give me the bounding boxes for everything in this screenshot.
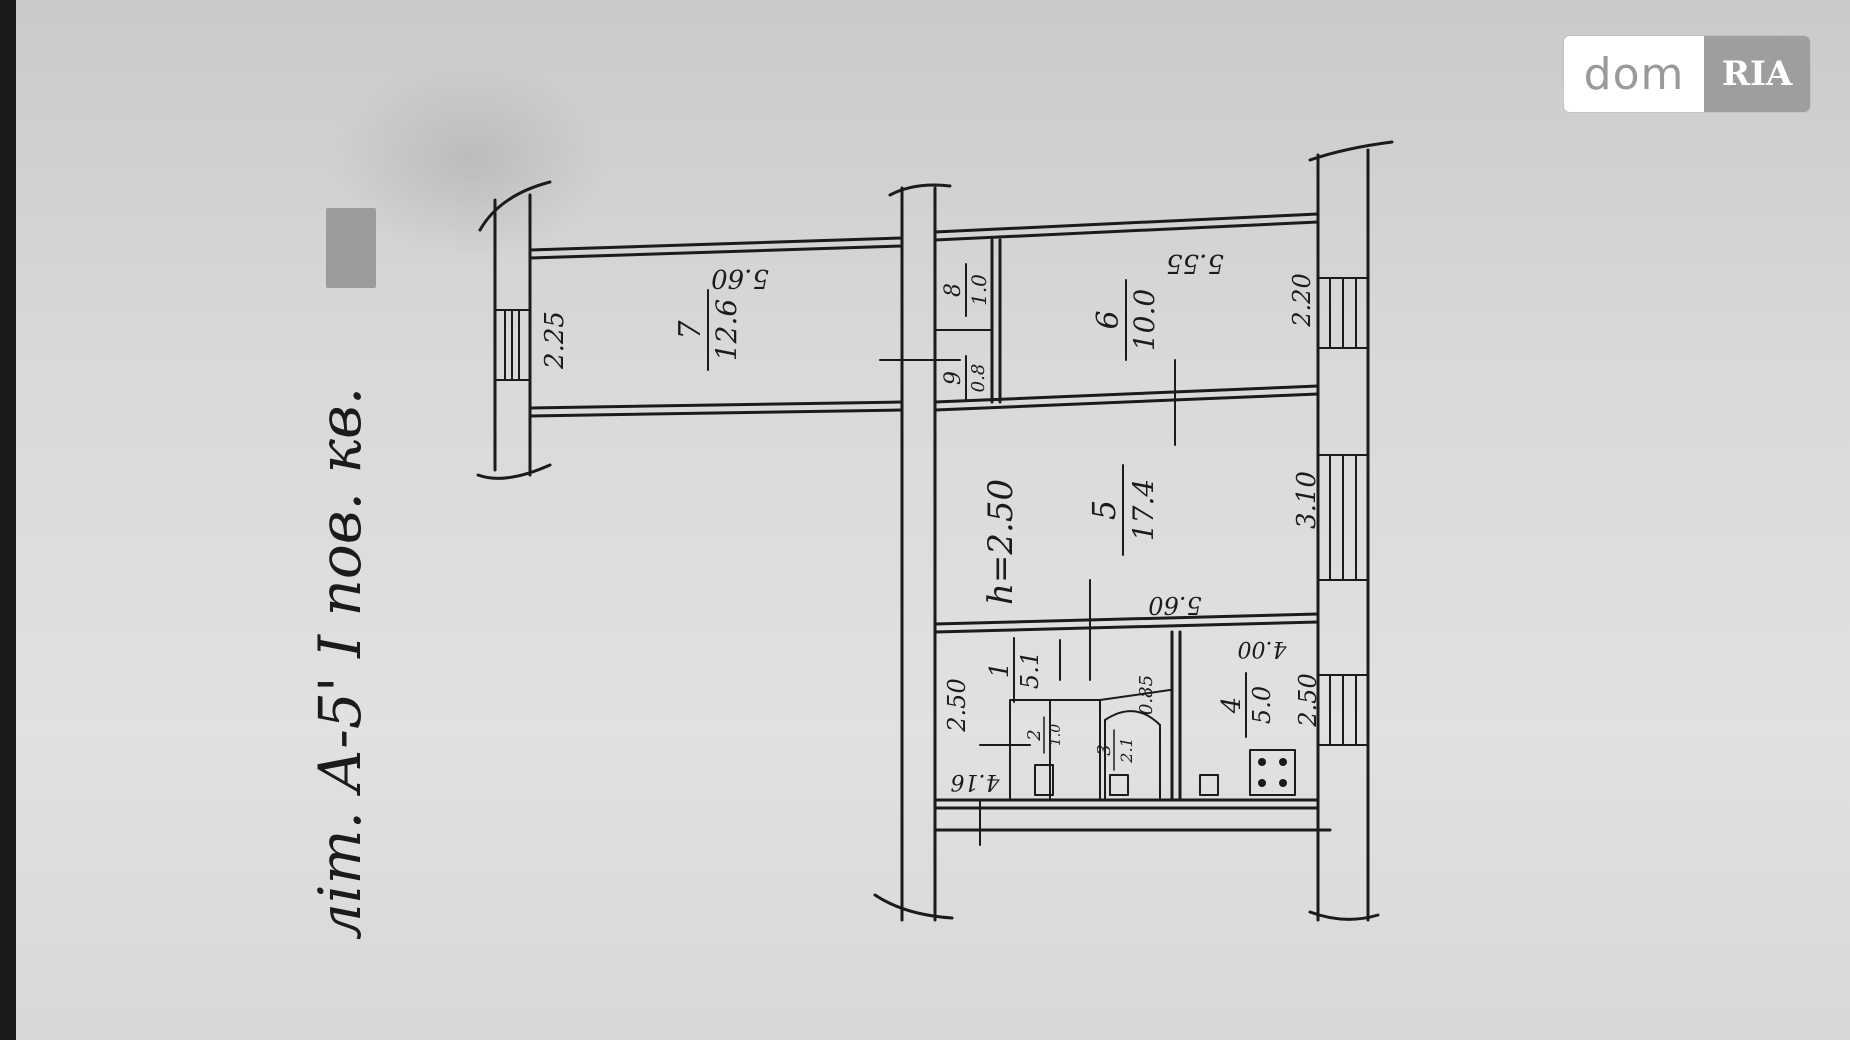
svg-text:2.1: 2.1 (1117, 737, 1136, 763)
svg-text:10.0: 10.0 (1128, 289, 1161, 351)
room-7-label: 7 12.6 (673, 289, 743, 371)
dimension-label: 2.25 (540, 311, 570, 370)
dimension-label: 5.60 (711, 263, 769, 293)
room-6-label: 6 10.0 (1091, 279, 1161, 361)
partitions (528, 212, 1332, 846)
svg-text:1: 1 (985, 662, 1015, 679)
svg-text:4: 4 (1217, 697, 1247, 715)
wall-right (1308, 140, 1394, 922)
dimension-label: 4.00 (1238, 636, 1288, 661)
room-3-label: 3 2.1 (1094, 729, 1136, 771)
domria-watermark: dom RIA (1564, 36, 1810, 112)
svg-text:3: 3 (1094, 744, 1115, 755)
plan-caption: літ. А-5' I пов. кв. (306, 387, 374, 940)
svg-text:7: 7 (673, 320, 708, 340)
svg-text:5.1: 5.1 (1016, 651, 1044, 689)
wall-left (476, 180, 552, 480)
paper-stain (330, 60, 610, 260)
dimension-label: 2.50 (1294, 673, 1322, 727)
room-1-label: 1 5.1 (985, 637, 1044, 703)
dimension-label: 4.16 (951, 769, 1001, 794)
room-9-label: 9 0.8 (941, 355, 989, 401)
svg-text:2: 2 (1024, 729, 1045, 741)
dimension-label: 2.20 (1288, 273, 1316, 327)
photo-edge (0, 0, 16, 1040)
dimension-label: 2.50 (943, 678, 971, 732)
svg-text:9: 9 (941, 371, 966, 385)
svg-text:5.0: 5.0 (1248, 686, 1276, 724)
ceiling-height-label: h=2.50 (981, 479, 1021, 605)
svg-text:6: 6 (1091, 310, 1126, 329)
room-2-label: 2 1.0 (1024, 716, 1064, 754)
svg-text:17.4: 17.4 (1127, 479, 1160, 541)
dimension-label: 5.55 (1166, 248, 1224, 278)
dimension-label: 3.10 (1292, 471, 1322, 529)
redaction-block (326, 208, 376, 288)
wall-center (873, 183, 961, 922)
watermark-dom-text: dom (1583, 48, 1685, 100)
svg-text:1.0: 1.0 (967, 274, 991, 306)
svg-text:8: 8 (941, 283, 966, 297)
room-4-label: 4 5.0 (1217, 672, 1276, 738)
room-5-label: 5 17.4 (1085, 464, 1160, 556)
watermark-ria-logo: RIA (1704, 36, 1810, 112)
dimension-label: 0.85 (1136, 675, 1157, 715)
svg-text:0.8: 0.8 (968, 364, 989, 393)
room-8-label: 8 1.0 (941, 263, 991, 317)
dimension-label: 5.60 (1148, 591, 1201, 619)
svg-text:12.6: 12.6 (710, 299, 743, 361)
svg-text:1.0: 1.0 (1048, 724, 1064, 746)
svg-text:5: 5 (1085, 500, 1123, 520)
